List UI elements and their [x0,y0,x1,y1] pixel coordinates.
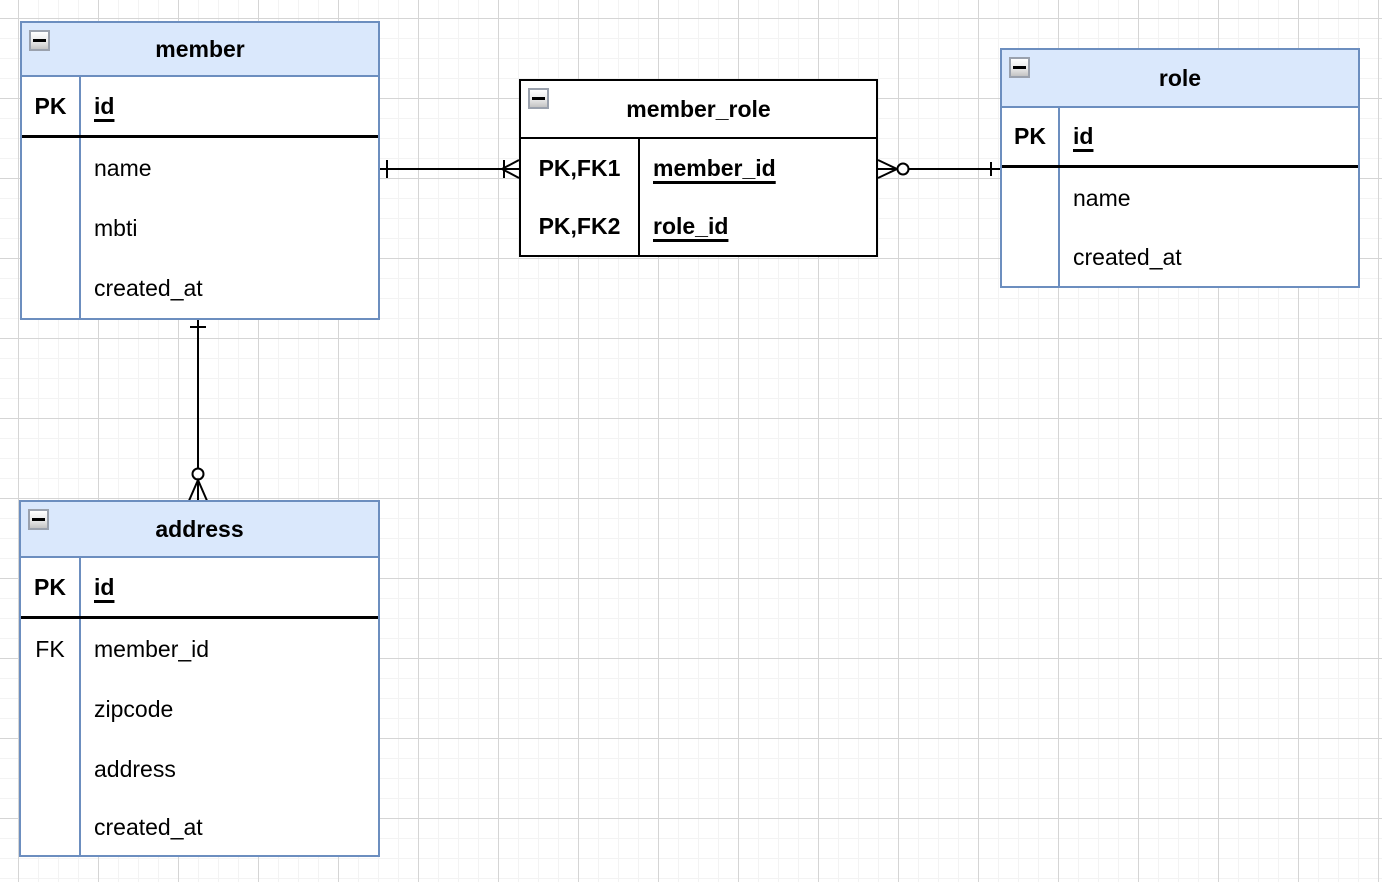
minus-glyph [532,97,545,100]
field-name: id [94,573,115,600]
entity-table-member_role[interactable]: member_role PK,FK1 member_id PK,FK2 role… [519,79,878,257]
relationship-member-member_role[interactable] [380,159,520,179]
table-header-role: role [1002,50,1358,108]
collapse-icon[interactable] [28,509,49,530]
zero-circle [896,162,910,176]
table-row[interactable]: FK member_id [21,619,378,679]
key-cell [22,138,81,198]
table-row[interactable]: name [22,138,378,198]
key-cell [1002,168,1060,228]
table-row[interactable]: PK,FK2 role_id [521,197,876,255]
field-name: role_id [653,212,729,239]
field-name: id [1073,123,1094,149]
field-name: name [94,154,152,181]
field-name: id [94,92,115,119]
key-cell: PK,FK1 [521,139,640,197]
table-row[interactable]: address [21,739,378,799]
field-name: created_at [94,274,203,301]
field-name: mbti [94,214,138,241]
key-cell [21,799,81,855]
entity-table-role[interactable]: role PK id name created_at [1000,48,1360,288]
zero-circle [191,467,205,481]
minus-glyph [1013,66,1026,69]
key-cell: FK [21,619,81,679]
table-title: member_role [626,95,771,122]
key-cell [22,198,81,258]
table-row[interactable]: created_at [22,258,378,318]
table-row[interactable]: created_at [1002,228,1358,286]
relationship-member-address[interactable] [187,320,209,504]
table-row[interactable]: mbti [22,198,378,258]
table-row[interactable]: PK id [22,77,378,138]
key-cell: PK [22,77,81,135]
field-name: member_id [94,635,210,662]
key-cell: PK,FK2 [521,197,640,255]
key-cell [21,679,81,739]
crow-foot-many [877,159,900,179]
table-row[interactable]: created_at [21,799,378,855]
collapse-icon[interactable] [29,30,50,51]
table-title: member [155,35,245,62]
collapse-icon[interactable] [1009,57,1030,78]
relationship-member_role-role[interactable] [877,159,1000,179]
collapse-icon[interactable] [528,88,549,109]
table-title: address [155,515,244,542]
field-name: created_at [94,813,203,840]
key-cell [1002,228,1060,286]
table-row[interactable]: name [1002,168,1358,228]
table-row[interactable]: PK id [1002,108,1358,168]
key-cell [22,258,81,318]
key-cell [21,739,81,799]
entity-table-address[interactable]: address PK id FK member_id zipcode addre… [19,500,380,857]
table-row[interactable]: PK,FK1 member_id [521,139,876,197]
table-row[interactable]: zipcode [21,679,378,739]
key-cell: PK [21,558,81,616]
field-name: zipcode [94,695,174,722]
minus-glyph [33,39,46,42]
field-name: member_id [653,154,776,181]
table-header-address: address [21,502,378,558]
entity-table-member[interactable]: member PK id name mbti created_at [20,21,380,320]
field-name: name [1073,184,1131,211]
minus-glyph [32,518,45,521]
table-row[interactable]: PK id [21,558,378,619]
table-title: role [1158,64,1202,91]
field-name: address [94,755,176,782]
field-name: created_at [1073,243,1182,270]
table-header-member_role: member_role [521,81,876,139]
table-header-member: member [22,23,378,77]
key-cell: PK [1002,108,1060,165]
crow-foot-many [499,159,520,179]
